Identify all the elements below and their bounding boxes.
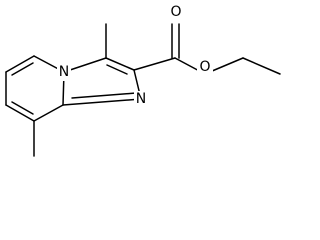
bond-c2-carbonyl [133, 57, 176, 71]
bond-c5-c6-inner [11, 62, 34, 76]
bond-c7-c8 [5, 104, 35, 122]
bond-n-ring-c8a [62, 98, 142, 106]
bond-c5-c6 [5, 55, 35, 73]
o-ester-label-bg [197, 57, 213, 77]
substituents [33, 23, 281, 157]
bond-ch2-ch3 [242, 57, 281, 75]
atom-labels: N N O O [57, 2, 213, 108]
bond-c3-c2 [105, 57, 135, 71]
n-ring-label: N [136, 91, 146, 107]
chemical-structure-diagram: N N O O [5, 2, 281, 157]
bond-c7-c8-inner [11, 101, 34, 115]
o-carbonyl-label-bg [168, 2, 184, 22]
o-ester-label: O [199, 59, 210, 75]
bond-n-ring-c8a-inner [71, 92, 137, 99]
n-ring-label-bg [134, 91, 148, 108]
n-bridge-label-bg [57, 64, 71, 81]
bond-c8-c8a [33, 104, 64, 122]
pyridine-ring [5, 55, 65, 122]
o-carbonyl-label: O [170, 4, 181, 20]
bond-c3-c2-inner [106, 64, 128, 75]
n-bridge-label: N [59, 64, 69, 80]
imidazole-ring [62, 57, 142, 106]
